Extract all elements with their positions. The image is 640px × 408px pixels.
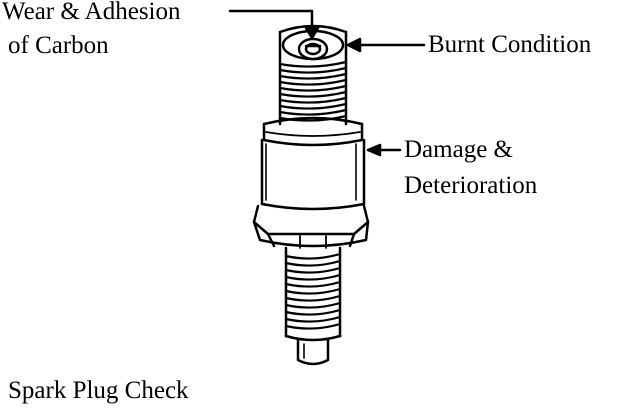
wear-leader-arrow: [228, 9, 320, 40]
thread-ridge: [284, 308, 342, 316]
hex-nut: [252, 204, 370, 249]
terminal-thread: [278, 24, 348, 126]
deterioration-label: Deterioration: [404, 172, 538, 199]
damage-label: Damage &: [404, 136, 513, 163]
diagram-caption: Spark Plug Check: [8, 377, 189, 404]
thread-ridge: [278, 90, 348, 98]
damage-leader-arrow: [366, 143, 402, 157]
thread-ridge: [284, 287, 342, 295]
thread-ridge: [284, 294, 342, 302]
thread-ridge: [278, 78, 348, 86]
of-carbon-label: of Carbon: [8, 32, 109, 59]
thread-ridge: [278, 108, 348, 116]
thread-ridge: [284, 259, 342, 267]
burnt-leader-arrow: [346, 37, 426, 53]
thread-ridge: [284, 273, 342, 281]
metal-shell: [260, 138, 366, 211]
wear-adhesion-label: Wear & Adhesion: [2, 0, 181, 25]
thread-ridge: [278, 60, 348, 68]
thread-ridge: [284, 322, 342, 330]
thread-ridge: [284, 301, 342, 309]
thread-ridge: [278, 72, 348, 80]
thread-ridge: [278, 96, 348, 104]
burnt-condition-label: Burnt Condition: [428, 31, 592, 58]
insulator-collar: [262, 116, 364, 147]
thread-ridge: [278, 84, 348, 92]
thread-ridge: [278, 102, 348, 110]
thread-ridge: [284, 266, 342, 274]
electrode-tip: [296, 338, 330, 366]
thread-ridge: [284, 315, 342, 323]
thread-ridge: [278, 66, 348, 74]
thread-ridge: [284, 252, 342, 260]
lower-thread: [284, 246, 342, 342]
thread-ridge: [284, 280, 342, 288]
